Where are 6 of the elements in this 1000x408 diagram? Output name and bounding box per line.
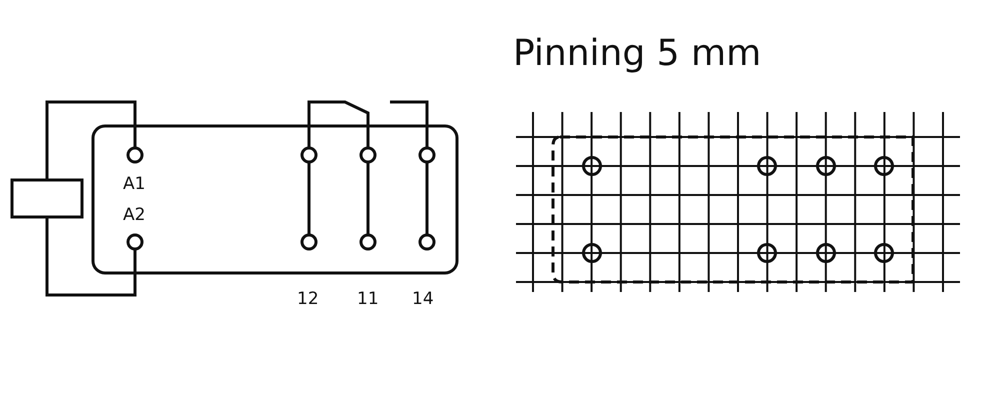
pin-number: 12: [297, 291, 319, 308]
heading: Pinning 5 mm: [513, 36, 762, 72]
pin-label: A1: [123, 176, 146, 193]
pin-number: 14: [412, 291, 434, 308]
pin-label: A2: [123, 207, 146, 224]
pin-number: 11: [357, 291, 379, 308]
